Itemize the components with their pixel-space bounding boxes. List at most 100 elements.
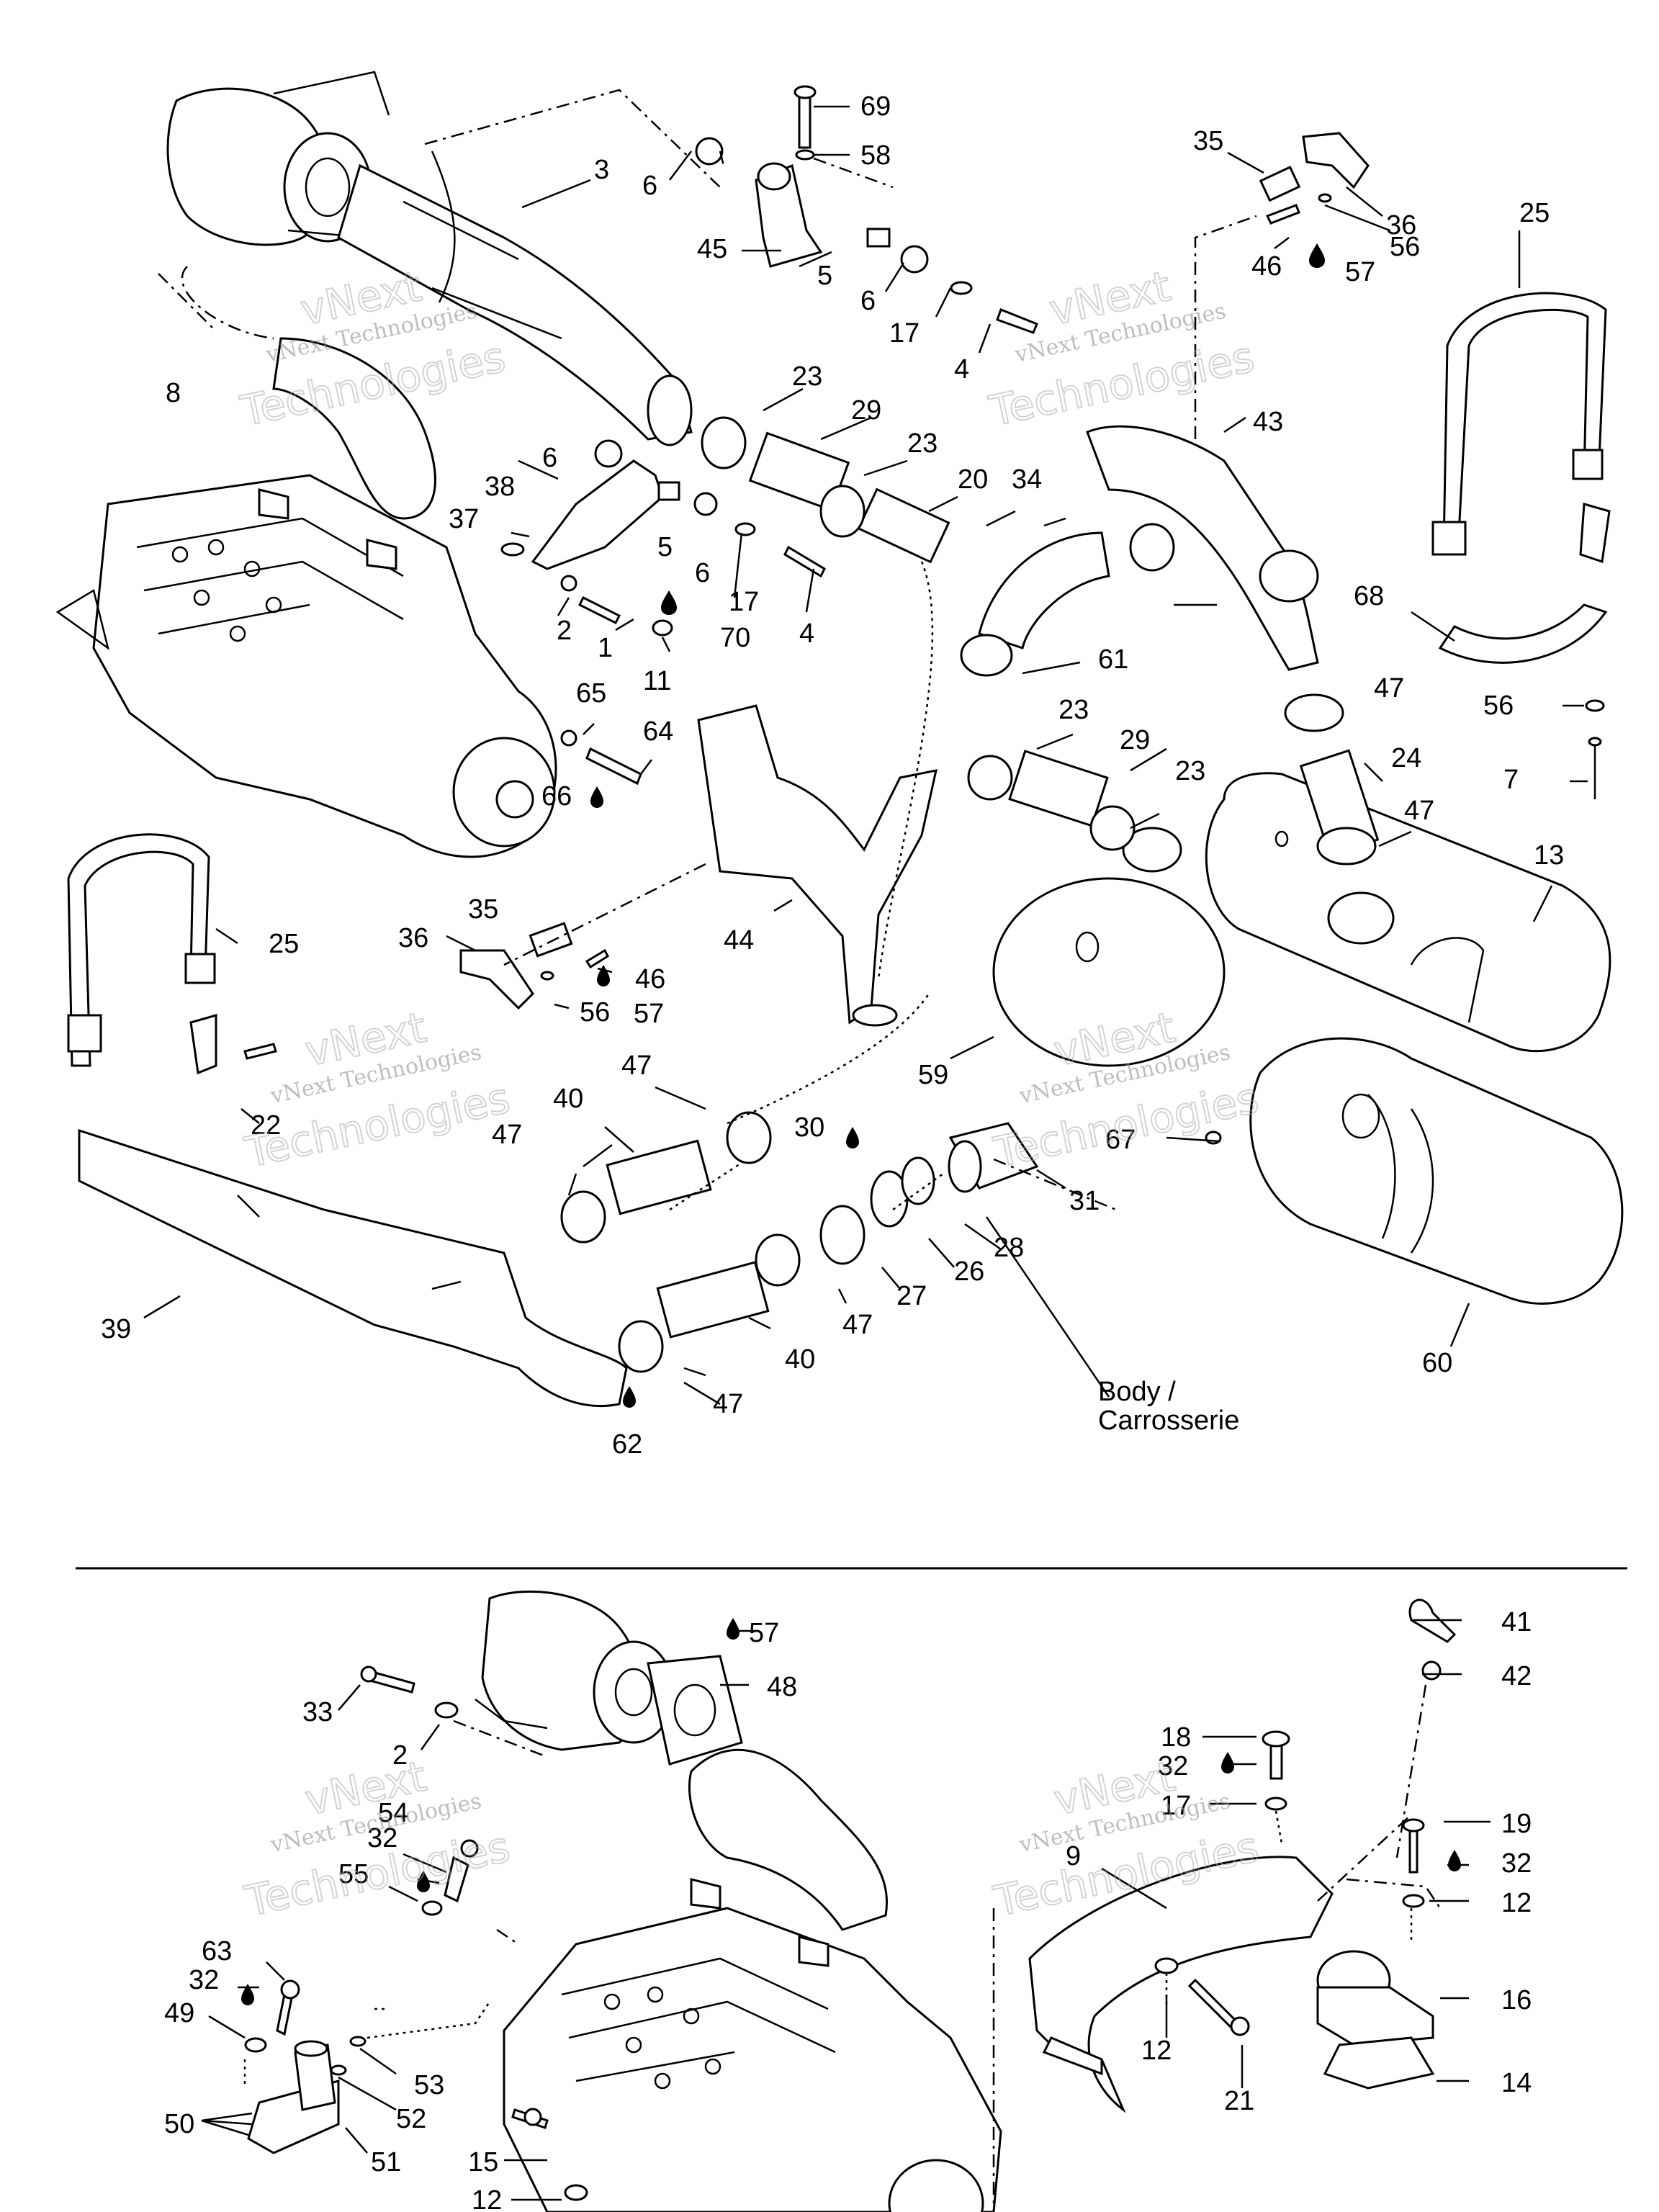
callout-22: 22 bbox=[251, 1110, 281, 1141]
callout-38: 38 bbox=[485, 472, 515, 502]
engine-part bbox=[55, 474, 557, 858]
callout-1: 1 bbox=[598, 633, 613, 663]
callout-47: 47 bbox=[713, 1389, 743, 1419]
note-body-line2: Carrosserie bbox=[1098, 1406, 1239, 1436]
hardware-parts-bottom bbox=[244, 1665, 1425, 2201]
callout-23: 23 bbox=[1175, 756, 1205, 786]
callout-65: 65 bbox=[576, 678, 606, 709]
hardware-parts bbox=[243, 85, 1332, 1145]
callout-13: 13 bbox=[1534, 840, 1564, 871]
callout-30: 30 bbox=[794, 1112, 824, 1143]
callout-3: 3 bbox=[594, 155, 609, 185]
callout-6: 6 bbox=[542, 443, 557, 473]
manifold-elbow-part bbox=[272, 337, 436, 520]
callout-53: 53 bbox=[414, 2070, 444, 2100]
clamp-parts bbox=[560, 416, 1377, 1373]
callout-40: 40 bbox=[785, 1344, 815, 1375]
callout-36: 36 bbox=[1386, 210, 1416, 240]
washer-rivet-part bbox=[1585, 699, 1605, 799]
callout-4: 4 bbox=[799, 619, 814, 649]
tuned-pipe-part bbox=[337, 150, 693, 446]
callout-12: 12 bbox=[1141, 2036, 1172, 2066]
callout-59: 59 bbox=[918, 1060, 948, 1090]
callout-70: 70 bbox=[720, 623, 750, 653]
callout-42: 42 bbox=[1501, 1661, 1532, 1691]
callout-2: 2 bbox=[557, 616, 572, 646]
muffler-part-13 bbox=[1122, 772, 1611, 1053]
callout-25: 25 bbox=[269, 929, 299, 959]
bracket-part-38 bbox=[531, 459, 664, 570]
watermark: vNext vNext Technologies Technologies bbox=[240, 1002, 515, 1178]
callout-12: 12 bbox=[1501, 1888, 1532, 1918]
callout-25: 25 bbox=[1519, 198, 1550, 228]
callout-36: 36 bbox=[398, 923, 428, 953]
callout-46: 46 bbox=[1251, 251, 1282, 282]
callout-34: 34 bbox=[1012, 464, 1042, 495]
callout-32: 32 bbox=[189, 1965, 219, 1995]
callout-47: 47 bbox=[621, 1051, 652, 1081]
manifold-elbow-part-bottom bbox=[688, 1748, 888, 1931]
callout-47: 47 bbox=[842, 1310, 873, 1340]
callout-56: 56 bbox=[1483, 691, 1514, 721]
callout-27: 27 bbox=[896, 1281, 927, 1311]
engine-mount-part-16 bbox=[1316, 1950, 1435, 2090]
callout-28: 28 bbox=[994, 1233, 1024, 1263]
callout-57: 57 bbox=[634, 999, 664, 1029]
callout-32: 32 bbox=[1501, 1848, 1532, 1879]
callout-48: 48 bbox=[767, 1672, 797, 1702]
callout-9: 9 bbox=[1066, 1841, 1081, 1871]
callout-61: 61 bbox=[1098, 644, 1128, 675]
callout-68: 68 bbox=[1354, 581, 1384, 611]
callout-5: 5 bbox=[657, 532, 673, 562]
callout-15: 15 bbox=[468, 2147, 498, 2177]
sleeve-part-40-lower bbox=[656, 1261, 770, 1339]
callout-8: 8 bbox=[166, 378, 181, 408]
callout-57: 57 bbox=[749, 1618, 779, 1648]
callout-12: 12 bbox=[472, 2185, 502, 2212]
callout-43: 43 bbox=[1253, 407, 1283, 437]
callout-7: 7 bbox=[1503, 765, 1519, 795]
callout-29: 29 bbox=[851, 395, 881, 426]
exhaust-manifold-part-bottom bbox=[475, 1590, 675, 1751]
callout-24: 24 bbox=[1391, 743, 1421, 773]
leader-lines-bottom bbox=[201, 1619, 1491, 2201]
watermark: vNext vNext Technologies Technologies bbox=[984, 261, 1259, 436]
callout-45: 45 bbox=[697, 234, 727, 264]
strap-part-25-right bbox=[1431, 292, 1607, 556]
pipe-part-43 bbox=[1086, 425, 1319, 671]
callout-23: 23 bbox=[792, 361, 822, 392]
callout-29: 29 bbox=[1120, 725, 1150, 755]
callout-64: 64 bbox=[643, 716, 673, 747]
callout-2: 2 bbox=[392, 1740, 408, 1771]
callout-37: 37 bbox=[449, 504, 479, 534]
cable-tie-part-41 bbox=[1408, 1599, 1457, 1681]
alignment-line bbox=[158, 89, 721, 340]
callout-6: 6 bbox=[642, 171, 657, 201]
callout-41: 41 bbox=[1501, 1607, 1532, 1637]
callout-57: 57 bbox=[1345, 257, 1375, 287]
callout-40: 40 bbox=[553, 1084, 583, 1114]
callout-17: 17 bbox=[729, 587, 759, 617]
callout-44: 44 bbox=[724, 925, 754, 956]
callout-51: 51 bbox=[371, 2147, 401, 2177]
callout-35: 35 bbox=[1193, 126, 1223, 156]
gasket-part-48 bbox=[647, 1655, 743, 1766]
callout-55: 55 bbox=[338, 1859, 369, 1889]
alignment-line bbox=[453, 1684, 1442, 2212]
outlet-pipe-part-39 bbox=[78, 1128, 628, 1408]
callout-11: 11 bbox=[643, 666, 671, 696]
watermark: vNext vNext Technologies Technologies bbox=[240, 1751, 515, 1927]
callout-63: 63 bbox=[202, 1936, 232, 1966]
callout-4: 4 bbox=[954, 354, 969, 385]
callout-54: 54 bbox=[378, 1798, 408, 1828]
callout-18: 18 bbox=[1161, 1722, 1191, 1753]
callout-23: 23 bbox=[1058, 695, 1089, 725]
alignment-line bbox=[719, 150, 1257, 439]
alignment-line bbox=[503, 863, 1117, 1211]
callout-33: 33 bbox=[302, 1697, 333, 1727]
strap-part-25-left bbox=[67, 833, 217, 1075]
flange-part-36-upper bbox=[1259, 132, 1370, 202]
callout-49: 49 bbox=[164, 1998, 194, 2028]
exhaust-tip-part-31 bbox=[948, 1122, 1039, 1193]
callout-32: 32 bbox=[367, 1823, 397, 1853]
